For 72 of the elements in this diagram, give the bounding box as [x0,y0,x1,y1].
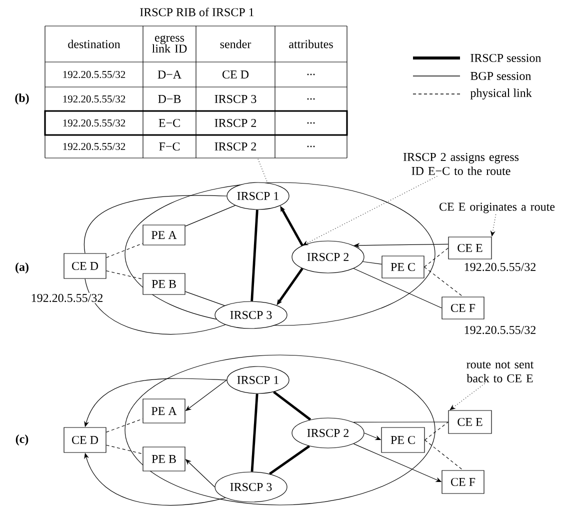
connector [106,243,143,258]
ip-address-label: 192.20.5.55/32 [462,262,538,272]
table-cell: D−B [158,95,181,103]
router-box: CE D [64,253,106,279]
table-cell: CE D [222,70,249,79]
legend-label: physical link [470,88,532,100]
irscp-node: IRSCP 1 [226,182,290,210]
table-header: destination [68,40,120,48]
connector [269,445,310,475]
leader-line [258,158,268,183]
table-cell: IRSCP 3 [214,94,256,104]
network-ellipse [124,354,436,506]
connector [250,394,258,472]
table-header: attributes [289,40,333,48]
connector [106,444,143,454]
legend-label: IRSCP session [470,54,542,62]
table-cell: 192.20.5.55/32 [63,119,126,127]
table-cell: IRSCP 2 [214,142,256,151]
connector [185,291,225,306]
irscp-node: IRSCP 3 [214,472,288,502]
router-box: PE A [142,224,186,246]
connector [273,390,312,421]
panel-label: (b) [15,94,29,104]
ip-address-label: 192.20.5.55/32 [462,324,538,336]
table-cell: ... [307,122,315,124]
table-cell: 192.20.5.55/32 [63,70,126,78]
router-box: CE E [448,410,492,434]
connector [84,278,226,334]
annotation-text: IRSCP 2 assigns egress ID E−C to the route [403,152,519,176]
irscp-node: IRSCP 3 [214,301,288,329]
connector [424,266,464,297]
table-header: sender [220,40,252,48]
connector [424,440,464,470]
table-cell: E−C [158,118,180,128]
irscp-node: IRSCP 2 [292,418,364,448]
irscp-node: IRSCP 2 [292,240,364,274]
annotation-text: CE E originates a route [440,202,555,214]
router-box: CE D [64,427,106,453]
table-header: egress link ID [152,35,187,53]
router-box: CE F [442,470,484,494]
panel-label: (c) [16,434,28,446]
table-cell: IRSCP 2 [214,118,256,128]
router-box: PE A [142,398,186,424]
connector [424,422,448,440]
ip-address-label: 192.20.5.55/32 [30,292,104,304]
table-cell: D−A [158,70,182,78]
table-cell: 192.20.5.55/32 [63,95,126,103]
router-box: PE C [381,427,425,453]
router-box: CE F [442,296,484,320]
panel-label: (a) [16,262,28,274]
router-box: CE E [448,236,492,260]
table-cell: ... [307,146,315,148]
connector [84,195,227,254]
leader-line [450,383,485,410]
table-cell: 192.20.5.55/32 [63,142,126,150]
annotation-text: route not sent back to CE E [466,362,534,382]
legend-label: BGP session [470,72,532,80]
connector [250,210,258,302]
table-cell: ... [307,98,315,100]
table-cell: ... [307,74,315,76]
table-title: IRSCP RIB of IRSCP 1 [140,8,254,16]
router-box: PE C [382,256,424,278]
connector [106,418,143,432]
table-cell: F−C [159,142,180,151]
connector [353,268,442,308]
connector [185,205,236,226]
connector [106,270,143,280]
connector [362,261,382,264]
router-box: PE B [142,446,186,472]
connector [424,248,448,268]
irscp-node: IRSCP 1 [226,366,290,394]
router-box: PE B [142,273,186,295]
